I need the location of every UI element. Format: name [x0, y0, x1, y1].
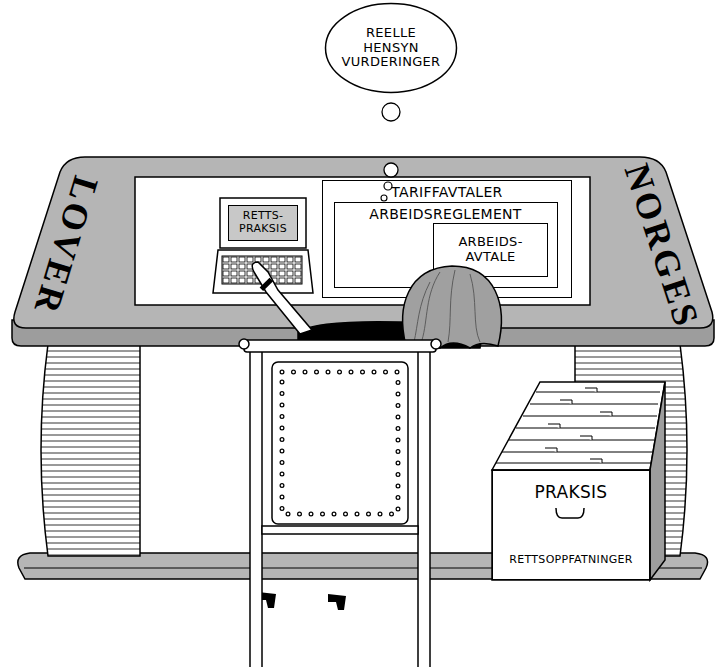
- folder-tabs: [545, 388, 612, 463]
- chair-crossbar: [262, 526, 418, 534]
- hair-strands: [414, 270, 480, 342]
- laptop: [213, 198, 313, 293]
- laptop-screen: RETTS-PRAKSIS: [228, 205, 298, 241]
- drawer-handle: [556, 508, 584, 518]
- thought-bubble: REELLE HENSYN VURDERINGER: [324, 2, 458, 94]
- laptop-base: [213, 250, 313, 293]
- book-title-word: NORGES: [616, 159, 708, 334]
- book-title-word: LOVER: [25, 171, 107, 320]
- drawer-title: PRAKSIS: [535, 483, 608, 503]
- drawer-folders: [496, 392, 660, 463]
- shoulders: [298, 322, 481, 348]
- chair-studs-inner: [282, 372, 398, 514]
- drawer-side: [650, 382, 665, 580]
- chair-rail: [244, 340, 436, 352]
- chair-studs: [282, 372, 398, 514]
- chair-knob: [431, 339, 441, 349]
- file-drawer: [492, 382, 665, 580]
- book-base: [18, 344, 708, 579]
- wristwatch: [260, 278, 273, 291]
- thought-circle: [381, 195, 387, 201]
- chair-post: [418, 350, 430, 667]
- box-heading: ARBEIDSREGLEMENT: [369, 206, 521, 222]
- hair: [403, 266, 502, 348]
- box-heading: ARBEIDS-AVTALE: [450, 235, 532, 265]
- drawer-front: PRAKSIS RETTSOPPFATNINGER: [492, 470, 650, 580]
- drawer-caption: RETTSOPPFATNINGER: [509, 554, 632, 567]
- arm: [252, 262, 312, 334]
- laptop-lid: [220, 198, 306, 248]
- book-cover: [12, 157, 714, 346]
- agreement-box: ARBEIDS-AVTALE ARBEIDSREGLEMENT TARIFFAVTA…: [322, 180, 572, 298]
- chair: [239, 339, 441, 667]
- laptop-keyboard: [222, 256, 302, 284]
- box-heading: TARIFFAVTALER: [391, 184, 502, 200]
- thought-circle: [384, 163, 398, 177]
- drawer-front: [492, 470, 650, 580]
- thought-circle: [384, 182, 392, 190]
- chair-knob: [239, 339, 249, 349]
- cover-top: [14, 157, 713, 328]
- woman: [252, 262, 501, 610]
- shoes: [258, 592, 346, 610]
- thought-bubble-text: REELLE HENSYN VURDERINGER: [337, 26, 445, 71]
- thought-circle: [382, 103, 400, 121]
- contract-box: ARBEIDS-AVTALE: [433, 223, 548, 277]
- drawer-opening: [492, 382, 665, 470]
- left-page-block: [41, 344, 140, 556]
- regulation-box: ARBEIDS-AVTALE ARBEIDSREGLEMENT: [334, 202, 558, 288]
- screen-text: RETTS-PRAKSIS: [230, 210, 296, 235]
- chair-back-panel: [272, 362, 408, 524]
- open-page: [135, 177, 590, 305]
- bubble-ellipse: [326, 4, 457, 93]
- chair-post: [250, 350, 262, 667]
